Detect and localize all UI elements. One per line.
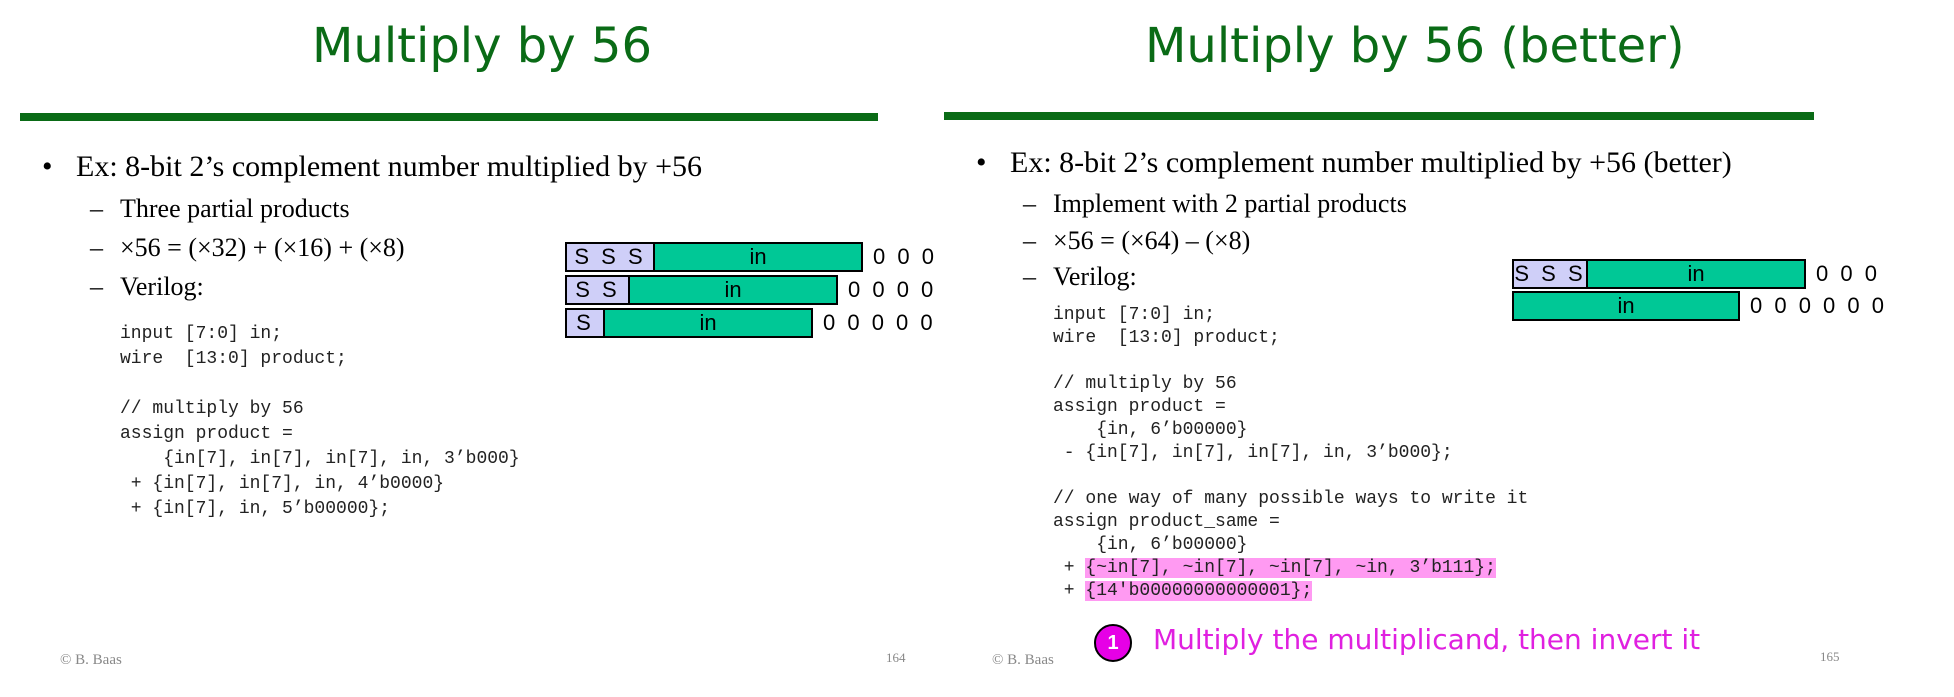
slide-title: Multiply by 56 (better)	[1145, 18, 1685, 74]
callout-number-badge: 1	[1094, 624, 1132, 662]
title-rule	[20, 113, 878, 121]
sign-extension-box: S S S	[565, 242, 655, 272]
partial-product-row: S S in 0 0 0 0	[565, 275, 936, 305]
title-rule	[944, 112, 1814, 120]
copyright: © B. Baas	[992, 652, 1054, 668]
sub-bullet: –Verilog:	[1023, 262, 1137, 291]
sign-extension-box: S	[565, 308, 605, 338]
zero-padding: 0 0 0 0 0 0	[1750, 293, 1887, 318]
bullet-dot: •	[976, 146, 987, 179]
zero-padding: 0 0 0	[873, 244, 937, 269]
partial-product-row: S S S in 0 0 0	[565, 242, 937, 272]
sub-bullet: –×56 = (×64) – (×8)	[1023, 226, 1251, 255]
sign-extension-box: S S S	[1512, 259, 1588, 289]
zero-padding: 0 0 0 0	[848, 277, 937, 302]
bullet-dot: •	[42, 150, 53, 183]
in-box: in	[605, 308, 813, 338]
partial-product-row: S in 0 0 0 0 0	[565, 308, 936, 338]
partial-product-row: S S S in 0 0 0	[1512, 259, 1880, 289]
verilog-code: input [7:0] in;wire [13:0] product;// mu…	[120, 324, 520, 519]
in-box: in	[655, 242, 863, 272]
sub-bullet: –Three partial products	[90, 194, 350, 223]
slide-164: Multiply by 56 •Ex: 8-bit 2’s complement…	[0, 0, 960, 697]
highlighted-code-line: + {14'b00000000000001};	[1053, 581, 1313, 601]
sub-bullet: –Verilog:	[90, 272, 204, 301]
page-number: 165	[1820, 649, 1840, 664]
main-bullet: •Ex: 8-bit 2’s complement number multipl…	[42, 150, 703, 183]
slide-165: Multiply by 56 (better) •Ex: 8-bit 2’s c…	[940, 0, 1954, 697]
zero-padding: 0 0 0 0 0	[823, 310, 936, 335]
copyright: © B. Baas	[60, 652, 122, 668]
sub-bullet: –×56 = (×32) + (×16) + (×8)	[90, 233, 405, 262]
in-box: in	[1588, 259, 1806, 289]
partial-product-row: in 0 0 0 0 0 0	[1512, 291, 1887, 321]
main-bullet: •Ex: 8-bit 2’s complement number multipl…	[976, 146, 1732, 179]
verilog-code: input [7:0] in;wire [13:0] product;// mu…	[1053, 305, 1529, 601]
zero-padding: 0 0 0	[1816, 261, 1880, 286]
in-box: in	[1512, 291, 1740, 321]
callout-text: Multiply the multiplicand, then invert i…	[1153, 623, 1701, 656]
sub-bullet: –Implement with 2 partial products	[1023, 189, 1407, 218]
page-number: 164	[886, 650, 906, 665]
sign-extension-box: S S	[565, 275, 630, 305]
slide-title: Multiply by 56	[312, 18, 653, 74]
highlighted-code-line: + {~in[7], ~in[7], ~in[7], ~in, 3’b111};	[1053, 558, 1496, 578]
in-box: in	[630, 275, 838, 305]
